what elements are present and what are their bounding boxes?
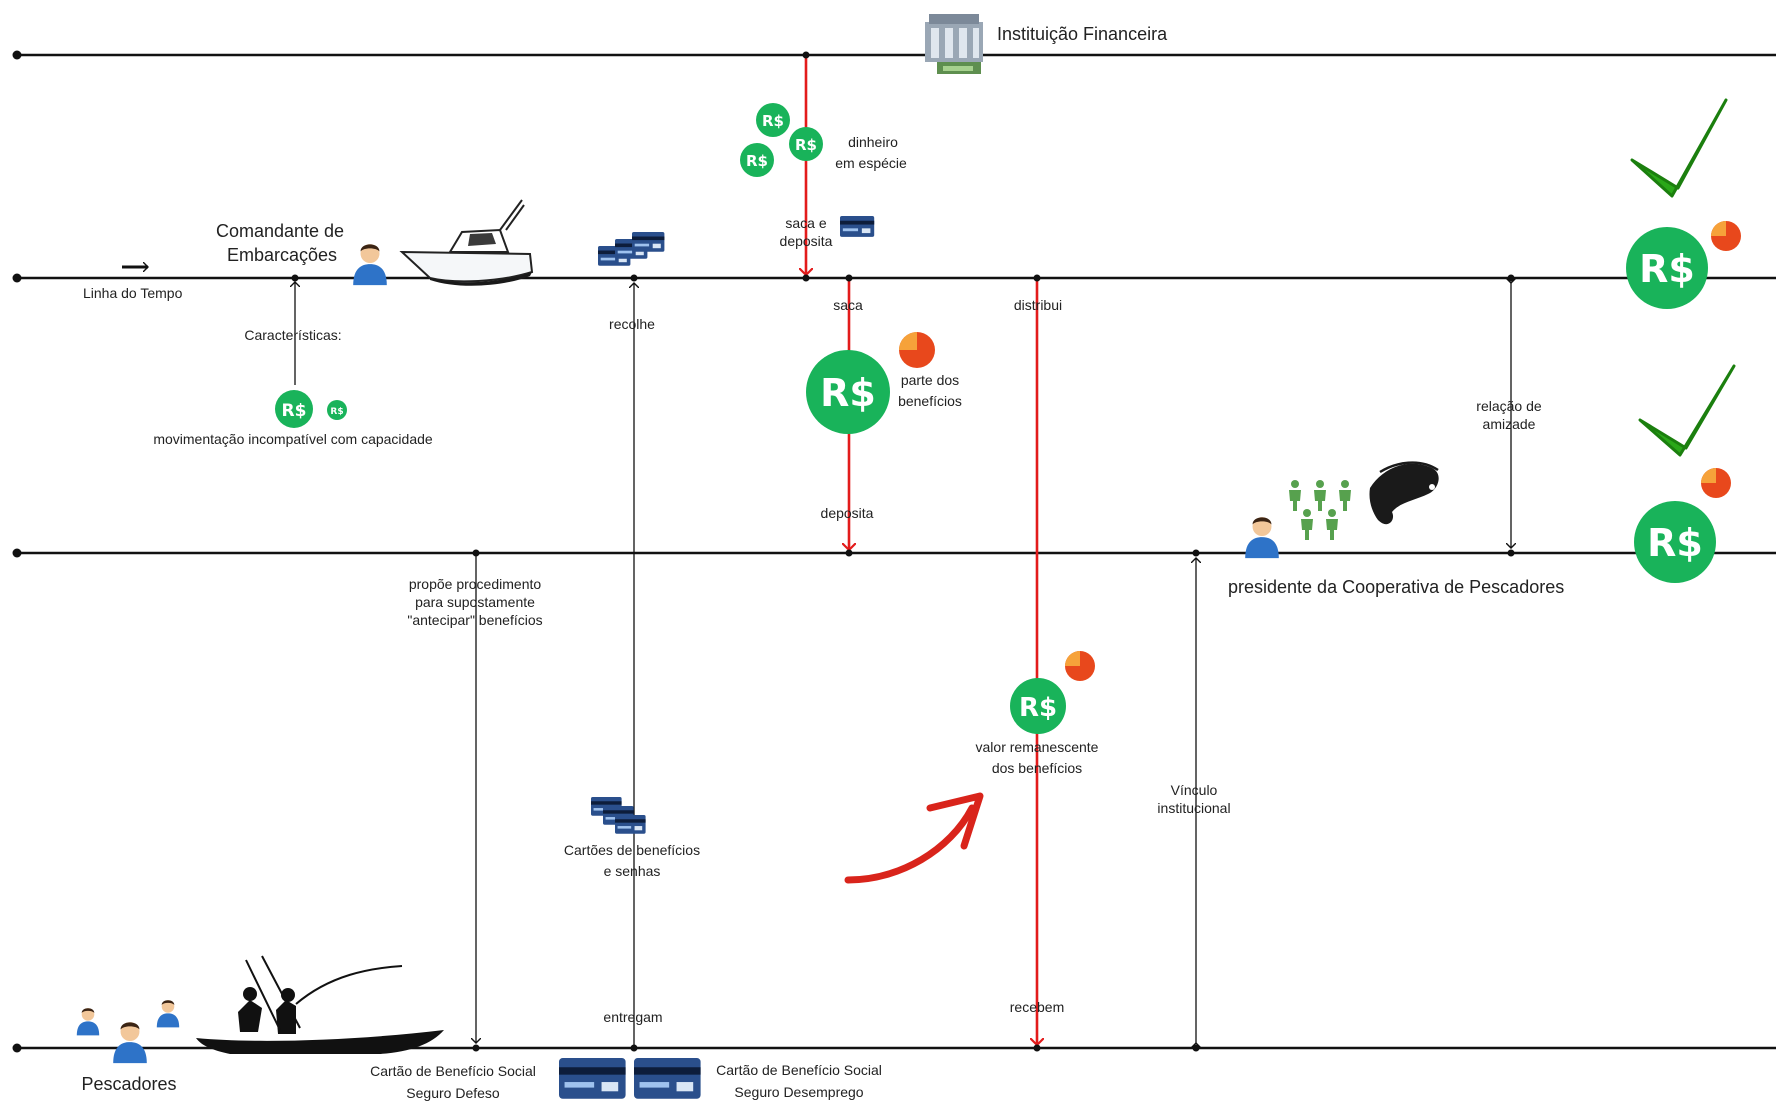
red-swoosh-arrow-icon <box>848 796 980 880</box>
svg-text:R$: R$ <box>820 371 876 415</box>
fisher-person-icon <box>77 1008 99 1035</box>
deliver-label: entregam <box>603 1009 662 1025</box>
president-person-icon <box>1245 517 1279 558</box>
pie-chart-icon <box>1701 468 1731 498</box>
svg-text:R$: R$ <box>1647 521 1703 565</box>
cards-label-line1: Cartões de benefícios <box>564 842 700 858</box>
real-coin-icon: R$ <box>1010 678 1066 734</box>
timeline-start-dot <box>13 274 22 283</box>
pie-chart-icon <box>899 332 935 368</box>
real-coin-icon: R$ <box>756 103 790 137</box>
timeline-start-dot <box>13 549 22 558</box>
card2-label-line1: Cartão de Benefício Social <box>716 1062 882 1078</box>
movement-label: movimentação incompatível com capacidade <box>153 431 433 447</box>
card1-label-line2: Seguro Defeso <box>406 1085 500 1101</box>
withdraw-label: saca <box>833 297 863 313</box>
commander-person-icon <box>353 244 387 285</box>
benefit-part-label-line2: benefícios <box>898 393 962 409</box>
fisher-person-icon <box>157 1000 179 1027</box>
real-coin-icon: R$ <box>275 390 313 428</box>
fishing-canoe-icon <box>196 956 444 1054</box>
commander-label-line2: Embarcações <box>227 245 337 265</box>
bank-building-icon <box>925 14 983 74</box>
cash-label-line2: em espécie <box>835 155 907 171</box>
bank-card-icon <box>634 1058 701 1099</box>
svg-text:R$: R$ <box>1019 693 1057 723</box>
bank-card-icon <box>840 216 874 237</box>
bank-label: Instituição Financeira <box>997 24 1168 44</box>
propose-label-line2: para supostamente <box>415 594 535 610</box>
bank-card-icon <box>598 232 664 266</box>
pie-chart-icon <box>1711 221 1741 251</box>
withdraw-deposit-label-line1: saca e <box>785 215 826 231</box>
friendship-label-line2: amizade <box>1483 416 1536 432</box>
remaining-label-line1: valor remanescente <box>976 739 1099 755</box>
checkmark-icon <box>1632 100 1726 196</box>
timeline-start-dot <box>13 51 22 60</box>
speedboat-icon <box>402 200 532 286</box>
cards-label-line2: e senhas <box>604 863 661 879</box>
svg-text:R$: R$ <box>762 112 784 130</box>
checkmark-icon <box>1640 366 1734 455</box>
timeline-start-dot <box>13 1044 22 1053</box>
pie-chart-icon <box>1065 651 1095 681</box>
card1-label-line1: Cartão de Benefício Social <box>370 1063 536 1079</box>
receive-label: recebem <box>1010 999 1064 1015</box>
bank-card-icon <box>591 797 646 834</box>
deposit-label: deposita <box>821 505 874 521</box>
svg-text:R$: R$ <box>330 407 343 417</box>
svg-text:R$: R$ <box>795 136 817 154</box>
institutional-link-label-line2: institucional <box>1157 800 1230 816</box>
fishers-label: Pescadores <box>81 1074 176 1094</box>
real-coin-icon: R$ <box>327 400 347 420</box>
fish-icon <box>1369 463 1438 525</box>
real-coin-icon: R$ <box>1634 501 1716 583</box>
institutional-link-label-line1: Vínculo <box>1171 782 1218 798</box>
svg-text:R$: R$ <box>282 401 307 421</box>
propose-label-line1: propõe procedimento <box>409 576 542 592</box>
characteristics-label: Características: <box>244 327 341 343</box>
timeline-label: Linha do Tempo <box>83 285 183 301</box>
svg-text:R$: R$ <box>1639 247 1695 291</box>
benefit-part-label-line1: parte dos <box>901 372 959 388</box>
group-icon <box>1289 480 1351 540</box>
card2-label-line2: Seguro Desemprego <box>734 1084 863 1100</box>
connectors <box>292 52 1515 1052</box>
propose-label-line3: "antecipar" benefícios <box>407 612 542 628</box>
collect-label: recolhe <box>609 316 655 332</box>
bank-card-icon <box>559 1058 626 1099</box>
friendship-label-line1: relação de <box>1476 398 1542 414</box>
president-label: presidente da Cooperativa de Pescadores <box>1228 577 1564 597</box>
remaining-label-line2: dos benefícios <box>992 760 1082 776</box>
distribute-label: distribui <box>1014 297 1062 313</box>
real-coin-icon: R$ <box>1626 227 1708 309</box>
cash-label-line1: dinheiro <box>848 134 898 150</box>
withdraw-deposit-label-line2: deposita <box>780 233 833 249</box>
real-coin-icon: R$ <box>806 350 890 434</box>
real-coin-icon: R$ <box>789 127 823 161</box>
real-coin-icon: R$ <box>740 143 774 177</box>
fisher-person-icon <box>113 1022 147 1063</box>
commander-label-line1: Comandante de <box>216 221 344 241</box>
svg-text:R$: R$ <box>746 152 768 170</box>
